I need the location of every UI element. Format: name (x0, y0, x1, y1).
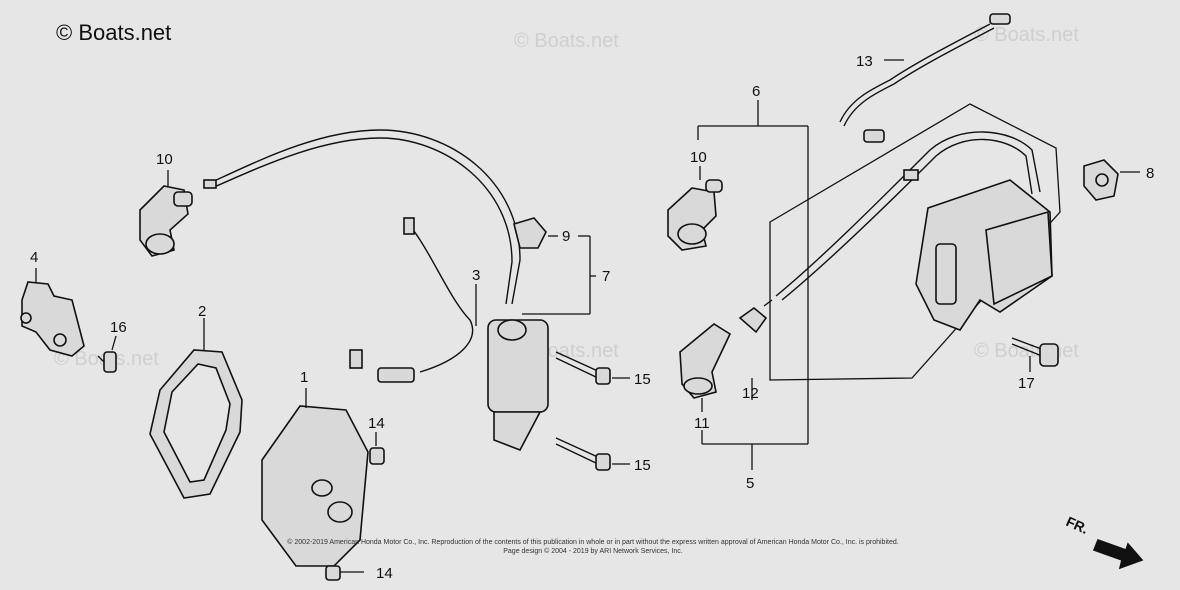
callout-2: 2 (198, 303, 206, 320)
boats-net-watermark: © Boats.net (56, 20, 172, 45)
part-10-plug-cap-left[interactable] (139, 170, 193, 257)
part-14-bolt-upper[interactable] (369, 432, 385, 465)
part-15-bolt-lower[interactable] (555, 437, 630, 471)
callout-6: 6 (752, 83, 760, 100)
part-14-bolt-lower[interactable] (325, 565, 364, 581)
ghost-watermark: © Boats.net (974, 24, 1079, 46)
callout-10-left: 10 (156, 151, 173, 168)
callout-5: 5 (746, 475, 754, 492)
callout-15-lower: 15 (634, 457, 651, 474)
ghost-watermark: © Boats.net (514, 30, 619, 52)
callout-11: 11 (694, 415, 710, 432)
part-8-grommet[interactable] (1083, 159, 1140, 201)
part-11-boot[interactable] (679, 323, 732, 412)
callout-4: 4 (30, 249, 38, 266)
callout-3: 3 (472, 267, 480, 284)
right-coil-cable (775, 131, 1041, 301)
callout-14-upper: 14 (368, 415, 385, 432)
part-12-terminal[interactable] (738, 299, 773, 334)
callout-17: 17 (1018, 375, 1035, 392)
part-6-ignition-coil-right[interactable] (915, 179, 1053, 331)
part-2-gasket[interactable] (149, 318, 243, 499)
callout-9: 9 (562, 228, 570, 245)
copyright-notice: © 2002-2019 American Honda Motor Co., In… (178, 538, 1008, 556)
callout-15-upper: 15 (634, 371, 651, 388)
callout-13: 13 (856, 53, 873, 70)
part-1-cover[interactable] (261, 388, 369, 567)
coil-assembly-outline (769, 103, 1061, 381)
part-15-bolt-upper[interactable] (555, 351, 630, 385)
front-direction-arrow (1092, 538, 1144, 570)
part-9-grommet[interactable] (513, 217, 558, 249)
callout-6-5-bracket (697, 100, 809, 470)
callout-10-right: 10 (690, 149, 707, 166)
part-3-ignition-coil[interactable] (349, 217, 549, 452)
part-16-bolt[interactable] (97, 335, 117, 373)
callout-8: 8 (1146, 165, 1154, 182)
copyright-line-2: Page design © 2004 - 2019 by ARI Network… (503, 548, 683, 555)
part-4-bracket[interactable] (20, 268, 85, 357)
part-10-plug-cap-right[interactable] (667, 166, 723, 251)
callout-14-lower: 14 (376, 565, 393, 582)
callout-12: 12 (742, 385, 759, 402)
callout-16: 16 (110, 319, 127, 336)
high-tension-cable (203, 129, 521, 305)
copyright-line-1: © 2002-2019 American Honda Motor Co., In… (287, 539, 899, 546)
callout-1: 1 (300, 369, 308, 386)
part-17-bolt[interactable] (1011, 337, 1059, 372)
callout-7-bracket (522, 235, 596, 315)
part-13-wire-harness[interactable] (839, 13, 1011, 143)
callout-7: 7 (602, 268, 610, 285)
